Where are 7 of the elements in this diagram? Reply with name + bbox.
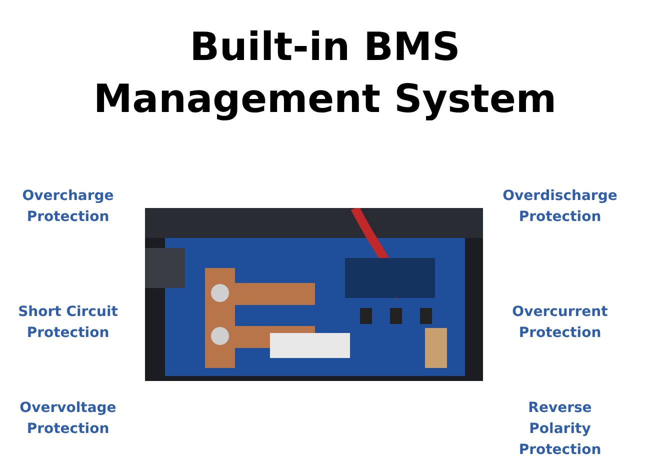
protection-label: Overcurrent Protection — [511, 303, 609, 343]
protection-label: Overdischarge Protection — [502, 187, 618, 227]
protection-label: Short Circuit Protection — [17, 303, 119, 343]
protection-label: Reverse Polarity Protection — [518, 399, 602, 460]
protection-label: Overcharge Protection — [21, 187, 115, 227]
protection-label: Overvoltage Protection — [18, 399, 118, 439]
title: Built-in BMS Management System — [92, 24, 558, 124]
